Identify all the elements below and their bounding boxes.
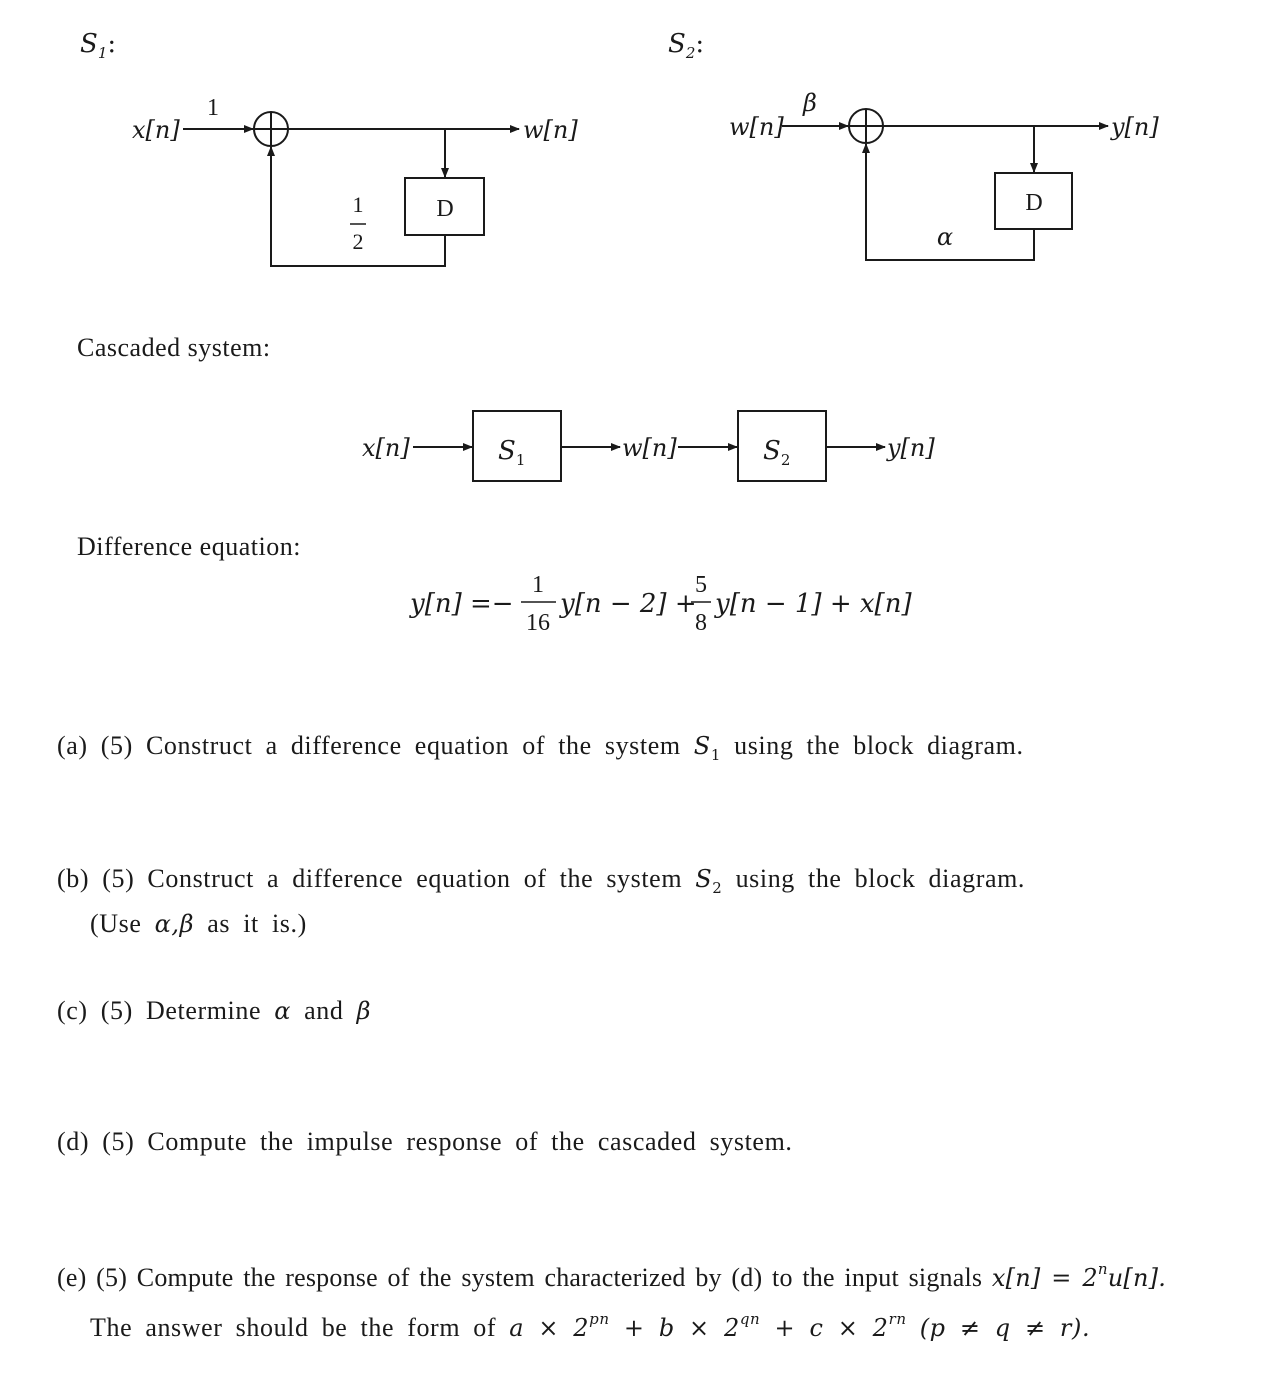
cascade-block-s1 xyxy=(472,410,562,482)
question-b-note: (Use α,β as it is.) xyxy=(90,909,307,939)
s2-adder-icon xyxy=(848,108,884,144)
s1-input-gain: 1 xyxy=(207,95,219,121)
s2-diagram: S2: w[n] β y[n] D α xyxy=(668,29,1159,261)
cascade-block-s2 xyxy=(737,410,827,482)
eq-frac1-num: 1 xyxy=(532,572,544,598)
question-a-var: S1 xyxy=(693,732,721,764)
s1-feedback-path xyxy=(267,146,446,267)
question-c-and: and xyxy=(304,996,344,1025)
question-b-suffix: using the block diagram. xyxy=(735,864,1026,893)
s2-output-label: y[n] xyxy=(1110,113,1159,141)
question-b-var: S2 xyxy=(695,865,723,897)
question-b-note-close: as it is.) xyxy=(207,909,307,938)
cascade-heading: Cascaded system: xyxy=(77,333,271,362)
s1-adder-icon xyxy=(253,111,289,147)
question-e-form-expr: a × 2pn + b × 2qn + c × 2rn xyxy=(509,1310,907,1342)
question-e-form: The answer should be the form of a × 2pn… xyxy=(90,1310,1090,1343)
cascade-block-s2-label: S2 xyxy=(763,436,790,469)
s2-feedback-gain: α xyxy=(937,223,953,251)
question-c-prefix: (c) (5) Determine xyxy=(57,996,262,1025)
question-d: (d) (5) Compute the impulse response of … xyxy=(57,1127,793,1156)
question-c: (c) (5) Determine α and β xyxy=(57,996,371,1026)
s1-feedback-gain-num: 1 xyxy=(353,192,364,217)
question-e-signal: x[n] = 2nu[n]. xyxy=(991,1260,1167,1292)
question-c-beta: β xyxy=(356,997,372,1025)
question-e: (e) (5) Compute the response of the syst… xyxy=(57,1260,1166,1293)
s1-delay-label: D xyxy=(436,196,453,222)
question-e-form-text: The answer should be the form of xyxy=(90,1313,497,1342)
eq-frac1-den: 16 xyxy=(526,610,550,636)
difference-equation: y[n] =− 1 16 y[n − 2] + 5 8 y[n − 1] + x… xyxy=(409,572,912,636)
cascade-input-label: x[n] xyxy=(362,434,410,462)
s2-feedback-path xyxy=(862,143,1035,261)
eq-frac2-den: 8 xyxy=(695,610,707,636)
s1-diagram: S1: x[n] 1 w[n] D 1 2 xyxy=(80,29,578,267)
question-a-suffix: using the block diagram. xyxy=(734,731,1024,760)
s2-delay-label: D xyxy=(1025,190,1042,216)
s2-input-gain: β xyxy=(802,89,817,117)
cascade-block-s1-label: S1 xyxy=(498,436,525,469)
s2-input-label: w[n] xyxy=(729,113,784,141)
question-a: (a) (5) Construct a difference equation … xyxy=(57,731,1024,764)
eq-lhs: y[n] =− xyxy=(409,589,514,619)
question-b-note-open: (Use xyxy=(90,909,142,938)
question-c-alpha: α xyxy=(274,997,292,1025)
difference-heading: Difference equation: xyxy=(77,532,301,561)
question-e-text: (e) (5) Compute the response of the syst… xyxy=(57,1263,983,1292)
cascade-diagram: x[n] S1 w[n] S2 y[n] xyxy=(362,410,935,482)
question-b: (b) (5) Construct a difference equation … xyxy=(57,864,1025,897)
eq-frac2-num: 5 xyxy=(695,572,707,598)
question-e-condition: (p ≠ q ≠ r). xyxy=(919,1314,1091,1342)
s1-title: S1: xyxy=(80,29,116,62)
s1-feedback-gain-den: 2 xyxy=(353,229,364,254)
s1-output-label: w[n] xyxy=(523,116,578,144)
cascade-middle-label: w[n] xyxy=(622,434,677,462)
question-b-prefix: (b) (5) Construct a difference equation … xyxy=(57,864,683,893)
s1-input-label: x[n] xyxy=(132,116,180,144)
eq-term2: y[n − 1] + x[n] xyxy=(714,589,912,619)
question-a-prefix: (a) (5) Construct a difference equation … xyxy=(57,731,681,760)
question-b-note-vars: α,β xyxy=(154,910,195,938)
eq-term1: y[n − 2] + xyxy=(559,589,697,619)
cascade-output-label: y[n] xyxy=(886,434,935,462)
s2-title: S2: xyxy=(668,29,704,62)
